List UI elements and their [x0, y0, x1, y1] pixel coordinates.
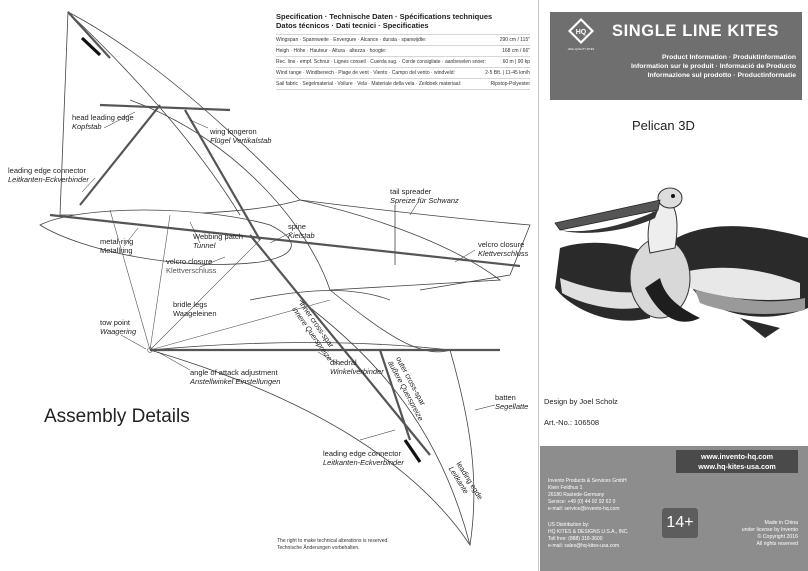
spec-label: Heigh · Höhe · Hauteur · Altura · altezz… — [276, 48, 387, 54]
spec-label: Sail fabric · Segelmaterial · Voilure · … — [276, 81, 462, 87]
spec-label: Rec. line · empf. Schnur · Lignes consei… — [276, 59, 487, 65]
url-usa-link[interactable]: www.hq-kites-usa.com — [698, 461, 776, 471]
product-panel: HQ HIGH QUALITY KITES SINGLE LINE KITES … — [540, 0, 808, 571]
kite-assembly-drawing — [39, 11, 531, 547]
legal-notice: Made in China under license by Invento ©… — [741, 520, 798, 547]
product-info-lines: Product Information · Produktinformation… — [630, 54, 796, 79]
us-distributor: US Distribution by: HQ KITES & DESIGNS U… — [548, 522, 629, 549]
specs-heading-1: Specification · Technische Daten · Spéci… — [276, 12, 493, 21]
spec-row: Heigh · Höhe · Hauteur · Altura · altezz… — [276, 46, 530, 57]
assembly-page: Specification · Technische Daten · Spéci… — [8, 11, 531, 551]
spec-row: Rec. line · empf. Schnur · Lignes consei… — [276, 57, 530, 68]
fold-divider — [538, 0, 539, 571]
hq-logo-icon: HQ HIGH QUALITY KITES — [568, 18, 595, 51]
brand-name: SINGLE LINE KITES — [612, 22, 779, 40]
product-title: Pelican 3D — [632, 118, 695, 133]
footer-panel: www.invento-hq.com www.hq-kites-usa.com … — [540, 446, 808, 571]
pelican-kite-image — [554, 187, 808, 338]
spec-row: Wingspan · Spannweite · Envergure · Alca… — [276, 35, 530, 46]
company-address: Invento Products & Services GmbH Klein F… — [548, 478, 627, 512]
spec-row: Wind range · Windbereich · Plage de vent… — [276, 68, 530, 79]
design-credit: Design by Joel Scholz — [544, 397, 618, 406]
article-number: Art.-No.: 106508 — [544, 418, 600, 427]
spec-value: 60 m | 90 kp — [502, 59, 530, 65]
website-links: www.invento-hq.com www.hq-kites-usa.com — [676, 450, 798, 473]
spec-value: 290 cm / 115" — [499, 37, 530, 43]
age-rating-badge: 14+ — [662, 508, 698, 538]
logo-small-text: HIGH QUALITY KITES — [568, 47, 595, 51]
assembly-title: Assembly Details — [44, 406, 190, 427]
url-invento-link[interactable]: www.invento-hq.com — [700, 452, 773, 461]
brand-header: HQ HIGH QUALITY KITES SINGLE LINE KITES … — [550, 12, 802, 100]
spec-label: Wind range · Windbereich · Plage de vent… — [276, 70, 455, 76]
spec-value: 2-5 Bft. | 11-45 km/h — [485, 70, 530, 76]
specification-table: Specification · Technische Daten · Spéci… — [276, 12, 530, 90]
logo-text: HQ — [576, 29, 587, 36]
spec-label: Wingspan · Spannweite · Envergure · Alca… — [276, 37, 427, 43]
spec-value: 168 cm / 66" — [502, 48, 530, 54]
alteration-note: The right to make technical alterations … — [277, 538, 389, 551]
spec-value: Ripstop-Polyester — [490, 81, 530, 87]
spec-row: Sail fabric · Segelmaterial · Voilure · … — [276, 79, 530, 90]
specs-heading-2: Datos técnicos · Dati tecnici · Specific… — [276, 21, 429, 30]
